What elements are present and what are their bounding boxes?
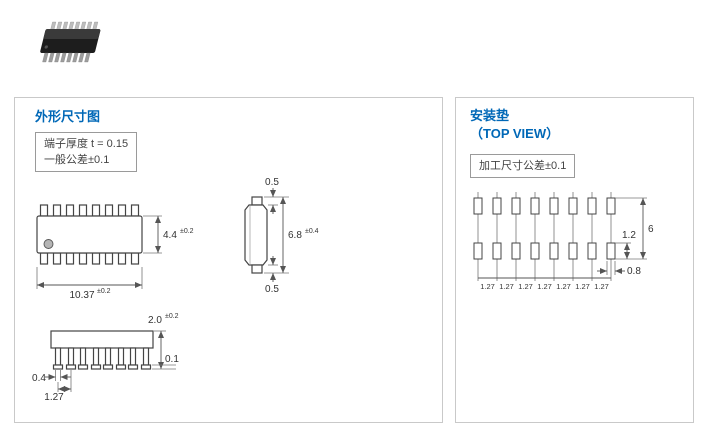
outline-dimensions-panel: 外形尺寸图 端子厚度 t = 0.15 一般公差±0.1 xyxy=(14,97,443,423)
product-photo xyxy=(40,21,101,63)
dim-lead-top: 0.5 xyxy=(265,177,279,188)
dim-pad-pitch: 1.27 xyxy=(537,282,552,291)
dim-lead-width: 0.4 xyxy=(32,373,46,384)
dim-pad-pitch: 1.27 xyxy=(556,282,571,291)
note-line-thickness: 端子厚度 t = 0.15 xyxy=(44,138,129,150)
dim-height: 2.0 xyxy=(148,315,162,326)
photo-body-top-face xyxy=(43,29,101,39)
top-view-body xyxy=(36,215,143,254)
dim-pad-width: 0.8 xyxy=(627,266,641,277)
dim-body-width: 10.37 xyxy=(69,290,94,301)
dim-pad-pitch: 1.27 xyxy=(594,282,609,291)
dim-height-tol: ±0.2 xyxy=(165,313,179,320)
outline-tolerance-note: 端子厚度 t = 0.15 一般公差±0.1 xyxy=(35,132,138,172)
pin1-index-mark xyxy=(43,239,54,249)
side-view-drawing: 2.0 ±0.2 0.1 0.4 1.27 xyxy=(32,313,179,403)
photo-pin1-marker xyxy=(44,45,48,49)
dim-pad-pitch: 1.27 xyxy=(499,282,514,291)
outline-panel-title: 外形尺寸图 xyxy=(35,109,101,124)
top-view-drawing: 10.37 ±0.2 4.4 ±0.2 xyxy=(36,204,194,301)
dim-end-overall: 6.8 xyxy=(288,230,302,241)
pad-tolerance-note: 加工尺寸公差±0.1 xyxy=(470,154,576,178)
dim-pad-pitch: 1.27 xyxy=(480,282,495,291)
dim-lead-bottom: 0.5 xyxy=(265,284,279,295)
outline-drawings: 10.37 ±0.2 4.4 ±0.2 xyxy=(32,177,319,403)
side-view-body xyxy=(50,330,154,349)
photo-front-pins xyxy=(42,52,91,63)
pad-panel-subtitle: （TOP VIEW） xyxy=(470,126,560,141)
dim-pad-pitch: 1.27 xyxy=(518,282,533,291)
dim-pad-overall-height: 6 xyxy=(648,224,654,235)
dim-body-height: 4.4 xyxy=(163,230,177,241)
dim-lead-pitch: 1.27 xyxy=(44,392,64,403)
dim-end-overall-tol: ±0.4 xyxy=(305,228,319,235)
dim-pad-length: 1.2 xyxy=(622,230,636,241)
pad-pitch-labels: 1.27 1.27 1.27 1.27 1.27 1.27 1.27 xyxy=(480,282,609,291)
pad-panel-title: 安装垫 xyxy=(470,108,510,123)
pad-columns xyxy=(473,192,616,281)
mounting-pad-panel: 安装垫 （TOP VIEW） 加工尺寸公差±0.1 xyxy=(455,97,694,423)
end-view-drawing: 0.5 6.8 ±0.4 0.5 xyxy=(244,177,319,295)
dim-standoff: 0.1 xyxy=(165,354,179,365)
dim-body-width-tol: ±0.2 xyxy=(97,288,111,295)
end-view-body xyxy=(244,204,268,266)
dim-pad-pitch: 1.27 xyxy=(575,282,590,291)
note-line-tolerance: 一般公差±0.1 xyxy=(44,154,110,166)
pad-layout-drawing: 6 1.2 0.8 1.27 1.27 1.27 1.27 1.27 1.27 … xyxy=(473,192,654,291)
dim-body-height-tol: ±0.2 xyxy=(180,228,194,235)
